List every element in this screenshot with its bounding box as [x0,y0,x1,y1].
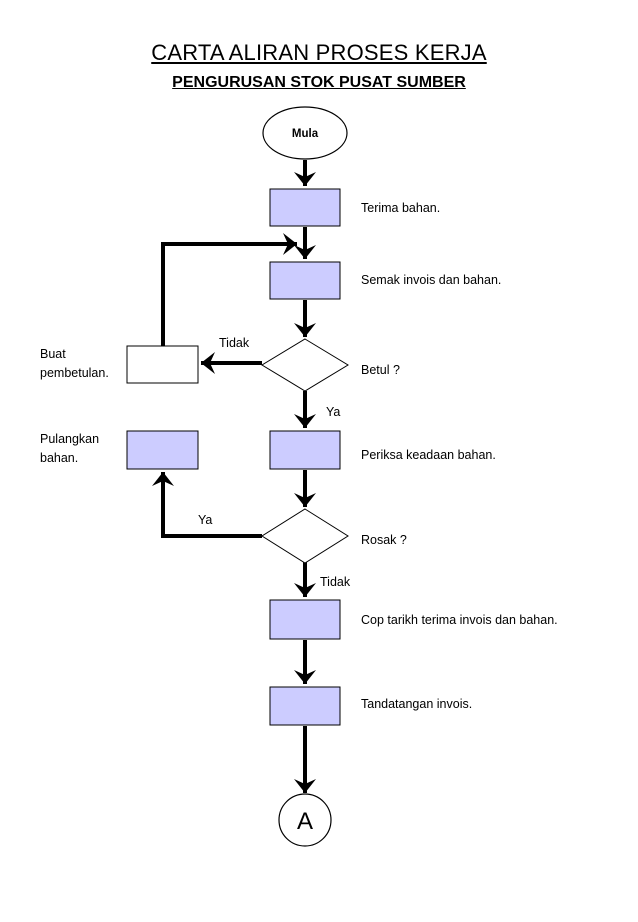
start-label: Mula [292,128,319,140]
betul-label: Betul ? [361,363,400,377]
rosak-label: Rosak ? [361,533,407,547]
arrow-rosak-pulangkan [152,472,262,538]
tandatangan-box [269,686,341,726]
rosak-no-label: Tidak [320,575,351,589]
pulangkan-label-line2: bahan. [40,451,78,465]
offpage-connector [278,793,332,847]
terima-box [269,188,341,227]
betul-decision [261,338,349,392]
chart-title: CARTA ALIRAN PROSES KERJA [151,40,487,65]
buat-label-line2: pembetulan. [40,366,109,380]
arrow-buat-loopback [161,233,297,346]
pulangkan-box [126,430,199,470]
rosak-yes-label: Ya [198,513,212,527]
buat-box [126,345,199,384]
terima-label: Terima bahan. [361,201,440,215]
betul-yes-label: Ya [326,405,340,419]
rosak-decision [261,508,349,564]
start-terminator [262,106,348,160]
cop-box [269,599,341,640]
connectors [152,160,316,793]
periksa-box [269,430,341,470]
buat-label-line1: Buat [40,347,66,361]
cop-label: Cop tarikh terima invois dan bahan. [361,613,558,627]
tandatangan-label: Tandatangan invois. [361,697,472,711]
semak-label: Semak invois dan bahan. [361,273,501,287]
semak-box [269,261,341,300]
pulangkan-label-line1: Pulangkan [40,432,99,446]
periksa-label: Periksa keadaan bahan. [361,448,496,462]
chart-subtitle: PENGURUSAN STOK PUSAT SUMBER [172,74,466,91]
connector-label: A [297,808,313,835]
betul-no-label: Tidak [219,336,250,350]
